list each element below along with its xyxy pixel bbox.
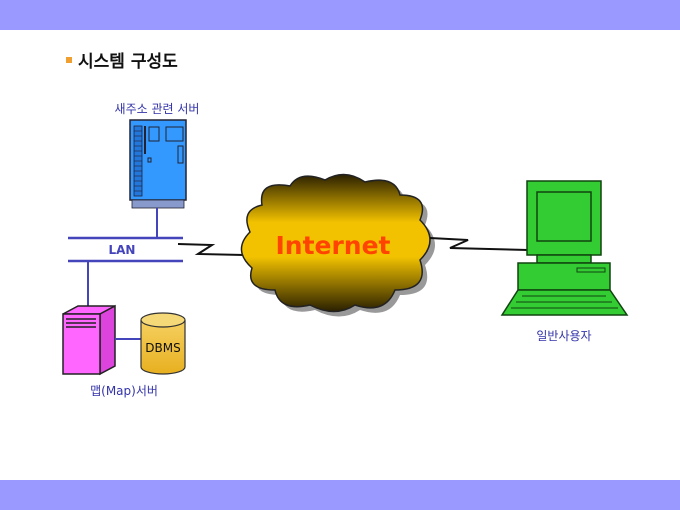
lan-internet-link <box>177 243 245 256</box>
dbms-cylinder-icon <box>140 312 186 375</box>
internet-label: Internet <box>275 231 390 260</box>
top-banner <box>0 0 680 30</box>
user-computer-icon <box>500 180 629 316</box>
bottom-banner <box>0 480 680 510</box>
address-server-label: 새주소 관련 서버 <box>115 102 200 116</box>
map-server-label: 맵(Map)서버 <box>90 384 158 398</box>
user-label: 일반사용자 <box>536 329 591 343</box>
map-server-icon <box>62 304 116 376</box>
lan-label: LAN <box>109 243 136 257</box>
internet-user-link <box>429 237 529 251</box>
dbms-label: DBMS <box>145 341 180 355</box>
page-title-text: 시스템 구성도 <box>78 52 178 72</box>
page-title: 시스템 구성도 <box>66 47 178 72</box>
bullet-icon <box>66 56 72 63</box>
internet-cloud-icon <box>240 173 435 317</box>
address-server-icon <box>129 119 187 209</box>
